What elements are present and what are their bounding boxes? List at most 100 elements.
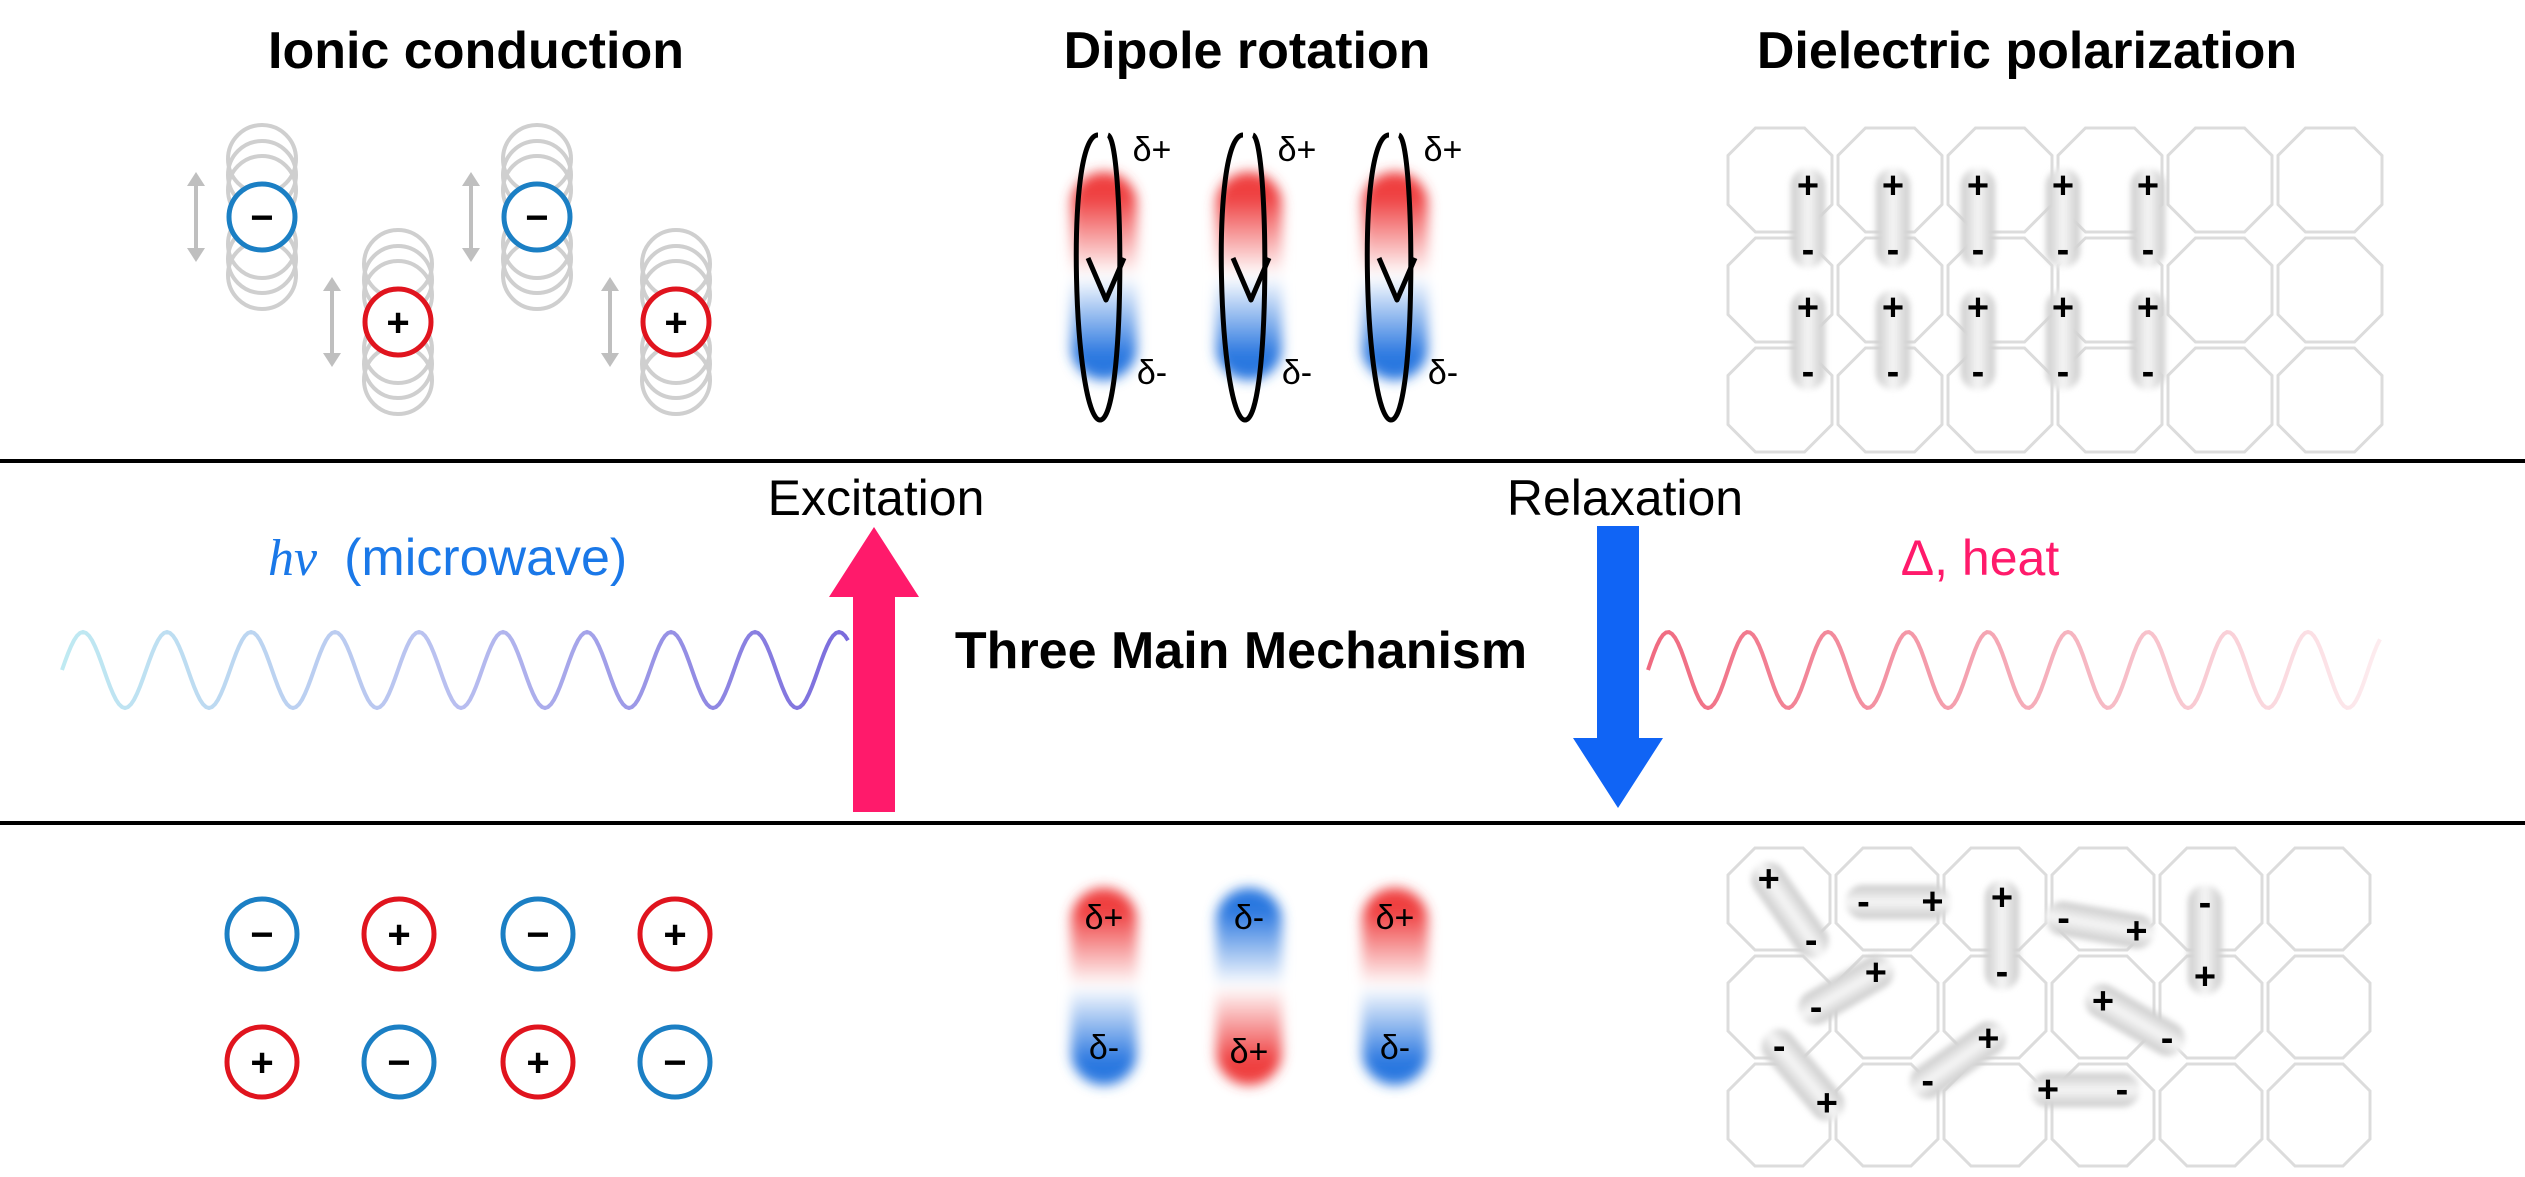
molecule-body	[2046, 290, 2080, 390]
polarized-molecule: +-	[1961, 165, 1995, 271]
lattice-cell	[2158, 954, 2264, 1060]
dipole: δ+δ-	[1071, 131, 1172, 423]
vibration-arrow-head	[323, 353, 341, 367]
polarized-molecule: -+	[2045, 898, 2155, 952]
rotation-loop	[1073, 132, 1123, 423]
polarized-molecule: -+	[2030, 1069, 2140, 1111]
lattice-cell	[2276, 346, 2384, 454]
charge-sign: -	[1802, 229, 1815, 271]
dipole: δ+δ-	[1071, 888, 1137, 1085]
charge-sign: +	[1882, 165, 1904, 207]
ion-ring	[226, 181, 298, 253]
lattice-cell	[2266, 846, 2372, 952]
molecule-body	[2131, 168, 2165, 268]
dipole: δ+δ-	[1216, 131, 1317, 423]
molecule-body	[1845, 885, 1951, 919]
plus-sign: +	[386, 301, 409, 345]
charge-sign: +	[1797, 165, 1819, 207]
dipole-label: δ+	[1133, 131, 1172, 169]
dipole-label: δ+	[1085, 899, 1124, 937]
charge-sign: +	[1758, 859, 1780, 901]
ion-ring	[361, 896, 437, 972]
ion-ring	[500, 1024, 576, 1100]
charge-sign: +	[2037, 1069, 2059, 1111]
molecule-body	[1761, 1028, 1845, 1122]
molecule-body	[2046, 168, 2080, 268]
dipole-label: δ-	[1234, 899, 1264, 937]
charge-sign: +	[2052, 287, 2074, 329]
charge-sign: -	[1887, 229, 1900, 271]
minus-sign: −	[250, 196, 273, 240]
ionic-conduction-title: Ionic conduction	[268, 22, 684, 80]
lattice-cell	[1836, 236, 1944, 344]
lattice-cell	[1946, 346, 2054, 454]
polarized-molecule: +-	[2131, 165, 2165, 271]
rotation-arrowhead	[1376, 257, 1418, 303]
lattice-cell	[1946, 236, 2054, 344]
cation: +	[362, 286, 434, 358]
polarized-molecule: +-	[2046, 165, 2080, 271]
plus-sign: +	[664, 301, 687, 345]
vibrating-ion: +	[601, 228, 712, 416]
charge-sign: -	[2057, 229, 2070, 271]
charge-sign: +	[1977, 1018, 1999, 1060]
vibration-arrow-head	[601, 277, 619, 291]
anion: −	[500, 896, 576, 972]
charge-sign: -	[2116, 1069, 2129, 1111]
minus-sign: −	[526, 913, 549, 957]
charge-sign: -	[1773, 1026, 1786, 1068]
molecule-body	[2045, 901, 2155, 949]
ion-ring	[500, 896, 576, 972]
hv-symbol: hν	[268, 530, 318, 587]
minus-sign: −	[663, 1041, 686, 1085]
ion-ring	[224, 1024, 300, 1100]
vibrating-ion: −	[462, 123, 573, 311]
ion-ring	[362, 286, 434, 358]
polarized-molecule: +-	[2046, 287, 2080, 393]
anion: −	[226, 181, 298, 253]
lattice-cell	[1834, 846, 1940, 952]
lattice-cell	[2276, 236, 2384, 344]
molecule-body	[2188, 885, 2222, 995]
dipole: δ+δ-	[1362, 131, 1463, 423]
dipole-label: δ+	[1424, 131, 1463, 169]
polarized-molecule: +-	[1845, 881, 1951, 923]
minus-sign: −	[250, 913, 273, 957]
molecule-body	[1876, 290, 1910, 390]
lattice-cell	[1946, 126, 2054, 234]
charge-sign: -	[1996, 951, 2009, 993]
charge-sign: -	[2161, 1018, 2174, 1060]
charge-sign: -	[2199, 882, 2212, 924]
three-main-mechanism-title: Three Main Mechanism	[955, 622, 1527, 680]
rotation-loop	[1364, 132, 1414, 423]
molecule-body	[2085, 984, 2185, 1056]
dipole: δ+δ-	[1362, 888, 1428, 1085]
charge-sign: +	[1921, 881, 1943, 923]
dipole-body	[1071, 888, 1137, 1085]
ion-ring	[501, 181, 573, 253]
cation: +	[361, 896, 437, 972]
rotation-loop	[1218, 132, 1268, 423]
dipole-label: δ+	[1230, 1033, 1269, 1071]
anion: −	[637, 1024, 713, 1100]
polarized-molecule: +-	[1961, 287, 1995, 393]
relaxation-arrow	[1573, 526, 1663, 808]
charge-sign: +	[2092, 981, 2114, 1023]
charge-sign: -	[1972, 351, 1985, 393]
lattice-cell	[2266, 1062, 2372, 1168]
lattice-cell	[1942, 1062, 2048, 1168]
anion: −	[224, 896, 300, 972]
heat-wave	[1646, 629, 2382, 711]
cation: +	[500, 1024, 576, 1100]
molecule-body	[1791, 290, 1825, 390]
molecule-body	[1751, 861, 1829, 959]
charge-sign: -	[2057, 898, 2070, 940]
dipole-label: δ+	[1278, 131, 1317, 169]
vibration-arrow-head	[187, 172, 205, 186]
polarized-molecule: -+	[2188, 882, 2222, 998]
charge-sign: +	[1797, 287, 1819, 329]
microwave-wave	[60, 629, 850, 711]
charge-sign: -	[1810, 986, 1823, 1028]
dipole-rotation-excited: δ+δ-δ+δ-δ+δ-	[1071, 131, 1463, 423]
vibration-arrow-head	[187, 248, 205, 262]
